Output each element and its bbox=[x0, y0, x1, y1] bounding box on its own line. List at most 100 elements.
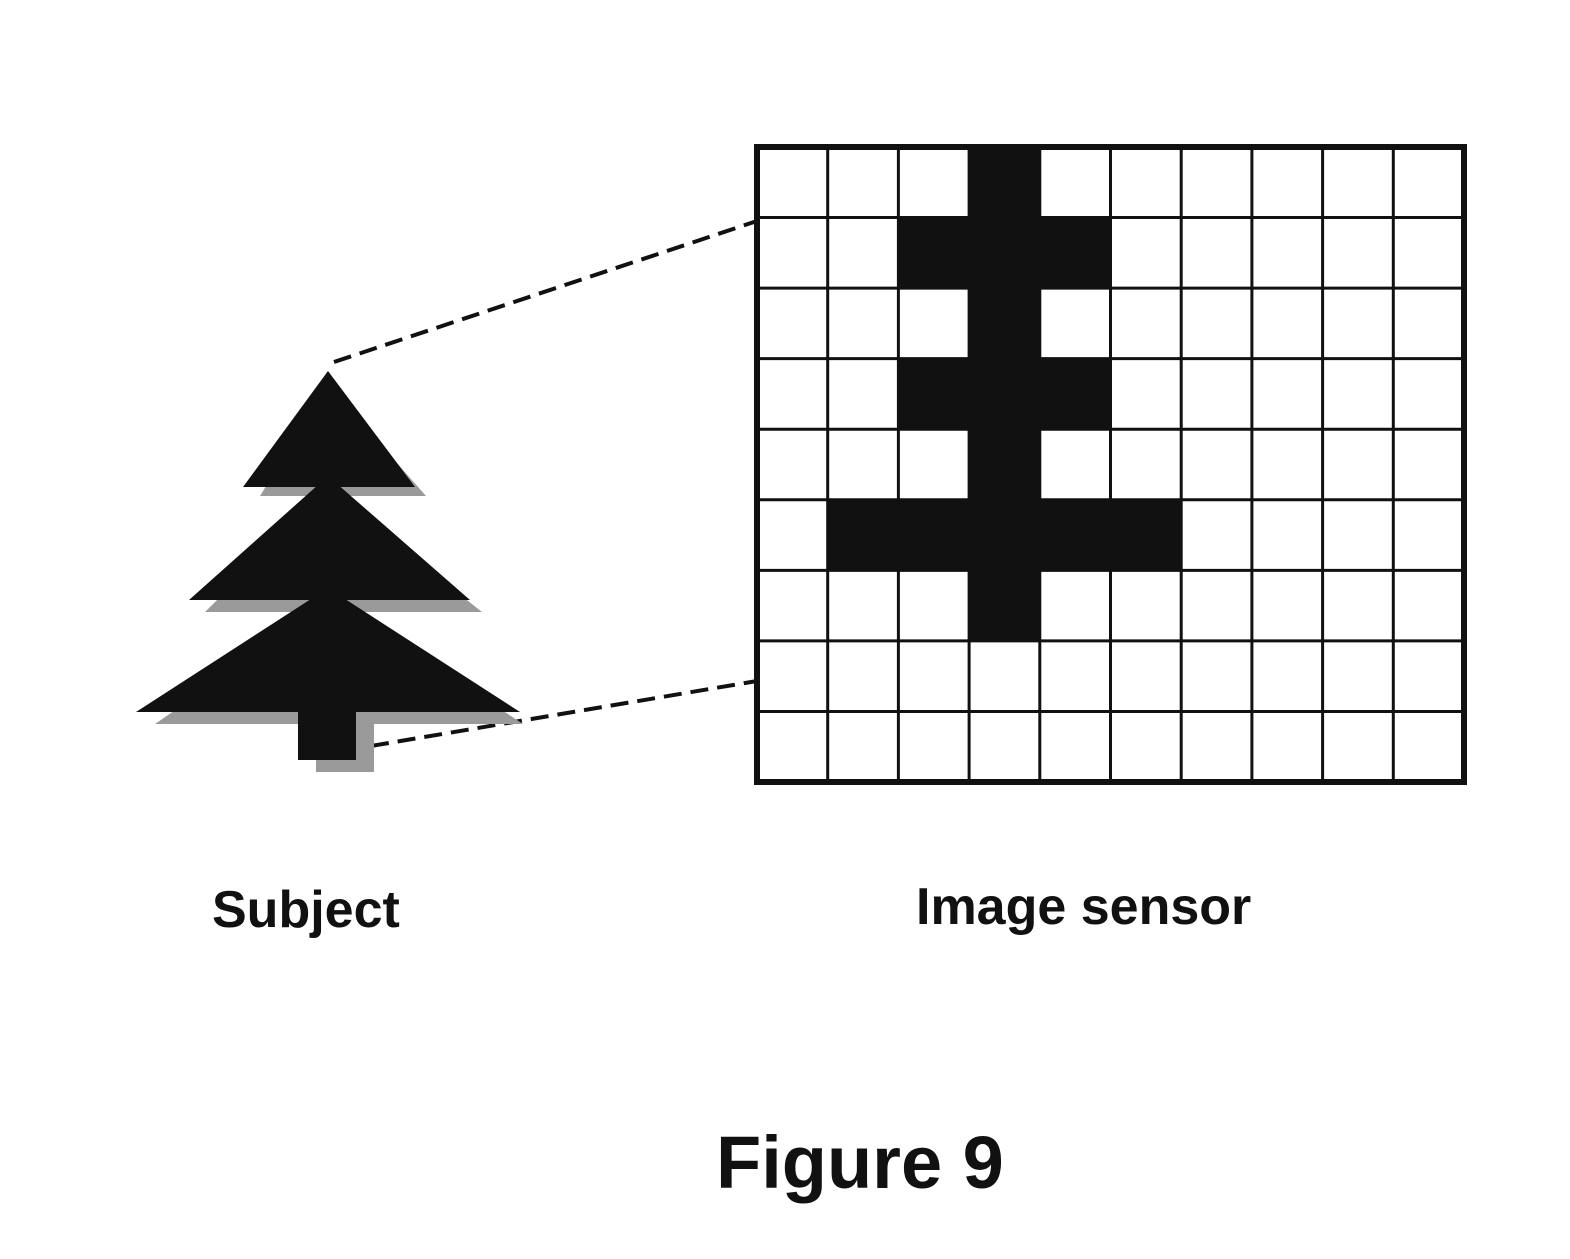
subject-label: Subject bbox=[212, 881, 400, 939]
sensor-pixel bbox=[827, 570, 899, 641]
sensor-pixel bbox=[1251, 217, 1323, 289]
sensor-pixel bbox=[1393, 147, 1464, 218]
sensor-pixel bbox=[1110, 358, 1182, 430]
sensor-pixel bbox=[1039, 429, 1111, 500]
sensor-pixel bbox=[757, 288, 828, 359]
tree-body bbox=[136, 371, 520, 760]
sensor-pixel-active bbox=[1110, 499, 1182, 571]
sensor-pixel bbox=[1181, 570, 1252, 641]
sensor-pixel-active bbox=[827, 499, 899, 571]
sensor-pixel-active bbox=[898, 358, 970, 430]
sensor-pixel-active bbox=[969, 147, 1040, 218]
sensor-pixel bbox=[1039, 288, 1111, 359]
sensor-pixel bbox=[1322, 358, 1394, 430]
sensor-pixel bbox=[1251, 711, 1323, 782]
sensor-pixel bbox=[1322, 288, 1394, 359]
sensor-pixel bbox=[1251, 570, 1323, 641]
sensor-pixel bbox=[898, 429, 970, 500]
sensor-pixel bbox=[1393, 288, 1464, 359]
sensor-pixel bbox=[1181, 429, 1252, 500]
sensor-pixel bbox=[827, 358, 899, 430]
sensor-pixel bbox=[757, 570, 828, 641]
sensor-pixel bbox=[1393, 640, 1464, 712]
sensor-pixel bbox=[757, 499, 828, 571]
figure-caption: Figure 9 bbox=[716, 1121, 1004, 1204]
sensor-pixel-active bbox=[898, 217, 970, 289]
sensor-pixel bbox=[1039, 640, 1111, 712]
sensor-pixel bbox=[1110, 570, 1182, 641]
sensor-pixel bbox=[757, 358, 828, 430]
sensor-pixel bbox=[1322, 570, 1394, 641]
sensor-pixel-active bbox=[1039, 358, 1111, 430]
sensor-pixel bbox=[898, 288, 970, 359]
sensor-pixel bbox=[1110, 217, 1182, 289]
sensor-pixel bbox=[1393, 429, 1464, 500]
sensor-pixel bbox=[1322, 640, 1394, 712]
sensor-pixel bbox=[1251, 358, 1323, 430]
sensor-pixel bbox=[1110, 711, 1182, 782]
sensor-pixel-active bbox=[1039, 499, 1111, 571]
sensor-pixel bbox=[898, 640, 970, 712]
sensor-pixel bbox=[827, 429, 899, 500]
sensor-pixel bbox=[898, 570, 970, 641]
sensor-pixel bbox=[1181, 640, 1252, 712]
sensor-pixel bbox=[1110, 147, 1182, 218]
sensor-pixel bbox=[1393, 217, 1464, 289]
sensor-pixel-active bbox=[1039, 217, 1111, 289]
sensor-pixel bbox=[969, 711, 1040, 782]
sensor-pixel bbox=[1181, 499, 1252, 571]
sensor-pixel bbox=[1251, 147, 1323, 218]
sensor-pixel bbox=[1251, 288, 1323, 359]
sensor-pixel bbox=[1251, 429, 1323, 500]
projection-line-top bbox=[333, 219, 758, 364]
sensor-pixel-active bbox=[969, 288, 1040, 359]
projection-line-bottom bbox=[370, 679, 758, 748]
sensor-pixel bbox=[1039, 147, 1111, 218]
sensor-pixel bbox=[1322, 429, 1394, 500]
sensor-pixel bbox=[969, 640, 1040, 712]
sensor-pixel bbox=[827, 288, 899, 359]
sensor-pixel bbox=[1181, 358, 1252, 430]
sensor-pixel bbox=[1322, 711, 1394, 782]
sensor-pixel bbox=[827, 640, 899, 712]
sensor-pixel bbox=[1393, 499, 1464, 571]
sensor-pixel bbox=[1110, 640, 1182, 712]
sensor-pixel-active bbox=[898, 499, 970, 571]
sensor-pixel bbox=[1039, 711, 1111, 782]
sensor-pixel bbox=[827, 711, 899, 782]
sensor-pixel bbox=[1181, 711, 1252, 782]
sensor-pixel bbox=[757, 640, 828, 712]
sensor-pixel bbox=[1393, 570, 1464, 641]
sensor-pixel bbox=[1181, 217, 1252, 289]
sensor-pixel bbox=[1322, 217, 1394, 289]
sensor-pixel bbox=[1393, 358, 1464, 430]
sensor-pixel bbox=[1251, 640, 1323, 712]
image-sensor-grid bbox=[754, 144, 1467, 785]
sensor-pixel bbox=[898, 147, 970, 218]
sensor-pixel bbox=[1393, 711, 1464, 782]
tree-subject bbox=[136, 371, 523, 772]
sensor-pixel bbox=[1322, 147, 1394, 218]
sensor-pixel bbox=[827, 147, 899, 218]
sensor-pixel bbox=[1039, 570, 1111, 641]
sensor-pixel-active bbox=[969, 570, 1040, 641]
sensor-border bbox=[754, 144, 1467, 785]
sensor-pixel bbox=[757, 147, 828, 218]
sensor-pixel bbox=[757, 429, 828, 500]
sensor-pixel bbox=[827, 217, 899, 289]
sensor-pixel bbox=[1110, 429, 1182, 500]
projection-lines bbox=[333, 219, 758, 748]
sensor-pixel bbox=[757, 217, 828, 289]
sensor-pixel-active bbox=[969, 429, 1040, 500]
sensor-pixel bbox=[1181, 288, 1252, 359]
sensor-pixel bbox=[1322, 499, 1394, 571]
sensor-pixel bbox=[1251, 499, 1323, 571]
sensor-pixel bbox=[898, 711, 970, 782]
sensor-pixel bbox=[757, 711, 828, 782]
image-sensor-label: Image sensor bbox=[916, 878, 1252, 936]
sensor-pixel-active bbox=[969, 217, 1040, 289]
sensor-pixel-active bbox=[969, 499, 1040, 571]
sensor-pixel bbox=[1181, 147, 1252, 218]
